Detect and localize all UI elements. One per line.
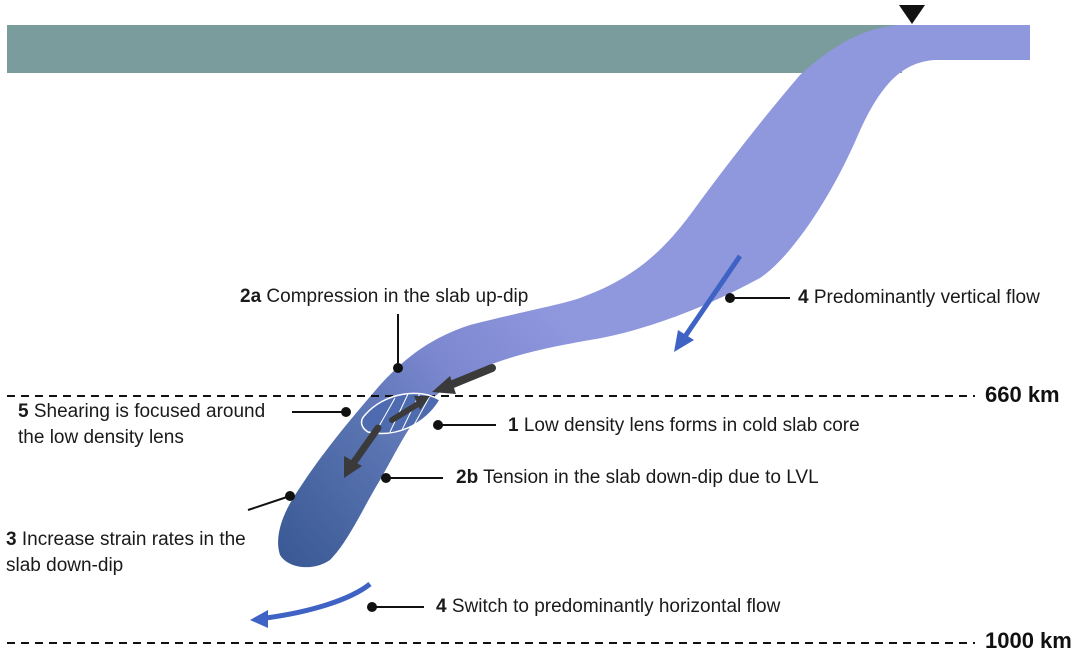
annotation-1-number: 1 — [508, 415, 519, 436]
annotation-2b-text: Tension in the slab down-dip due to LVL — [483, 467, 819, 488]
annotation-4h-number: 4 — [436, 596, 447, 617]
annotation-3: 3 Increase strain rates in the — [6, 528, 246, 552]
vertical-flow-arrow — [674, 254, 743, 352]
annotation-5: 5 Shearing is focused around — [18, 400, 265, 424]
compression-arrow — [432, 364, 496, 394]
annotation-1-text: Low density lens forms in cold slab core — [523, 415, 860, 436]
leader-2b — [381, 473, 443, 483]
depth-label-660: 660 km — [985, 382, 1060, 407]
subducting-slab — [278, 25, 1030, 568]
leader-2a — [393, 314, 403, 373]
annotation-2b-number: 2b — [456, 467, 479, 488]
annotation-5-number: 5 — [18, 401, 29, 422]
shear-arrow-up — [389, 396, 430, 423]
annotation-2a: 2a Compression in the slab up-dip — [240, 285, 528, 309]
annotation-4v-number: 4 — [798, 287, 809, 308]
tension-arrow — [344, 424, 382, 478]
down-triangle-icon — [899, 5, 925, 24]
leader-1 — [433, 420, 496, 430]
annotation-4h-text: Switch to predominantly horizontal flow — [451, 596, 781, 617]
annotation-5-line2: the low density lens — [18, 427, 184, 448]
annotation-4-vertical: 4 Predominantly vertical flow — [798, 286, 1040, 310]
annotation-3-line2: slab down-dip — [6, 555, 124, 576]
annotation-5-text: Shearing is focused around — [33, 401, 266, 422]
leader-4v — [725, 293, 790, 303]
annotation-4-horizontal: 4 Switch to predominantly horizontal flo… — [436, 595, 780, 619]
annotation-2a-number: 2a — [240, 286, 262, 307]
annotation-4v-text: Predominantly vertical flow — [813, 287, 1040, 308]
overriding-plate — [7, 25, 902, 73]
leader-3 — [247, 491, 295, 511]
annotation-1: 1 Low density lens forms in cold slab co… — [508, 414, 860, 438]
horizontal-flow-arrow — [250, 582, 372, 628]
leader-4h — [367, 602, 424, 612]
depth-label-1000: 1000 km — [985, 628, 1072, 653]
leader-5 — [292, 407, 351, 417]
annotation-3-text: Increase strain rates in the — [21, 529, 246, 550]
annotation-3-number: 3 — [6, 529, 17, 550]
annotation-2a-text: Compression in the slab up-dip — [266, 286, 529, 307]
annotation-2b: 2b Tension in the slab down-dip due to L… — [456, 466, 819, 490]
